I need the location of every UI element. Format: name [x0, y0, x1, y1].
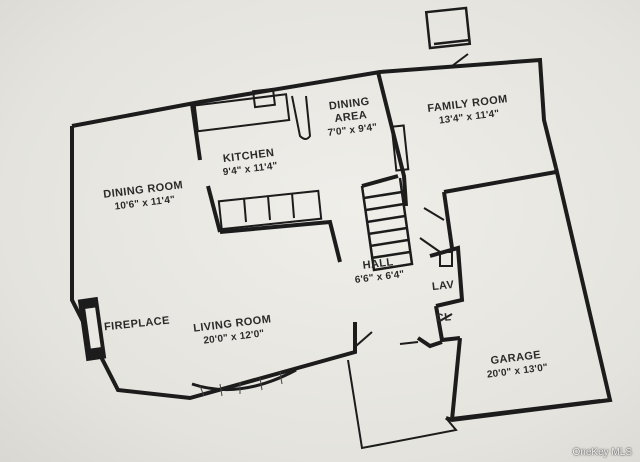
stair-wall [361, 174, 399, 188]
kitchen-lower-wall [219, 219, 342, 263]
garage-left-wall [442, 191, 454, 249]
family-room-wall [376, 71, 408, 207]
stairs-outline [360, 177, 414, 272]
room-name: CL [435, 311, 453, 325]
room-name: LAV [431, 278, 455, 294]
outer-wall [70, 126, 357, 401]
closet-wall [434, 305, 461, 343]
room-label-closet: CL [435, 311, 452, 326]
lav-wall [429, 245, 465, 308]
bay-window [191, 368, 297, 392]
watermark: OneKey MLS [572, 447, 632, 458]
garage-top-wall [443, 170, 557, 194]
hall-closet [416, 336, 443, 349]
dining-divider-2 [206, 185, 222, 233]
room-label-dining-area: DINING AREA 7'0" x 9'4" [324, 95, 378, 140]
room-label-lav: LAV [431, 279, 455, 294]
top-wall [71, 57, 558, 169]
dining-divider [190, 103, 202, 161]
garage-left-lower [450, 337, 462, 421]
garage-wall [445, 167, 613, 423]
kitchen-counter-top [193, 93, 291, 133]
porch [347, 359, 458, 450]
chimney [424, 6, 472, 50]
